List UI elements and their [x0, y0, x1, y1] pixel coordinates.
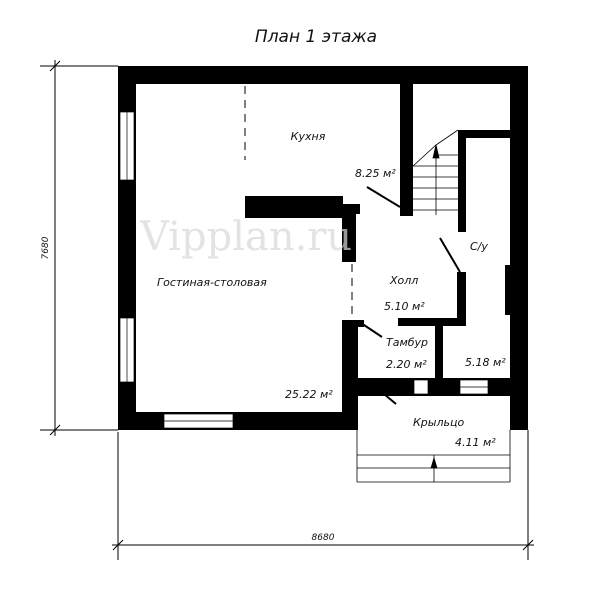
dimension-lines: [40, 60, 534, 560]
windows: [119, 111, 489, 429]
room-area-kitchen: 8.25 м²: [355, 167, 396, 180]
room-name-hall: Холл: [389, 274, 418, 287]
room-area-vestibule: 2.20 м²: [386, 358, 427, 371]
doors: [360, 186, 461, 405]
room-name-kitchen: Кухня: [291, 130, 326, 143]
room-area-wc: 5.18 м²: [465, 356, 506, 369]
zone-boundary: [244, 86, 353, 320]
room-area-hall: 5.10 м²: [384, 300, 425, 313]
width-dimension: 8680: [312, 533, 335, 543]
room-name-living: Гостиная-столовая: [157, 276, 267, 289]
plan-title: План 1 этажа: [255, 27, 377, 47]
watermark: Vipplan.ru: [139, 214, 352, 260]
stairs: [412, 129, 459, 215]
room-area-porch: 4.11 м²: [455, 436, 496, 449]
height-dimension: 7680: [41, 236, 51, 259]
room-area-living: 25.22 м²: [285, 388, 333, 401]
room-name-vestibule: Тамбур: [386, 336, 428, 349]
porch-steps: [356, 396, 511, 483]
room-name-wc: С/у: [470, 240, 488, 253]
room-labels: Кухня 8.25 м² Гостиная-столовая 25.22 м²…: [157, 130, 506, 449]
room-name-porch: Крыльцо: [413, 416, 464, 429]
